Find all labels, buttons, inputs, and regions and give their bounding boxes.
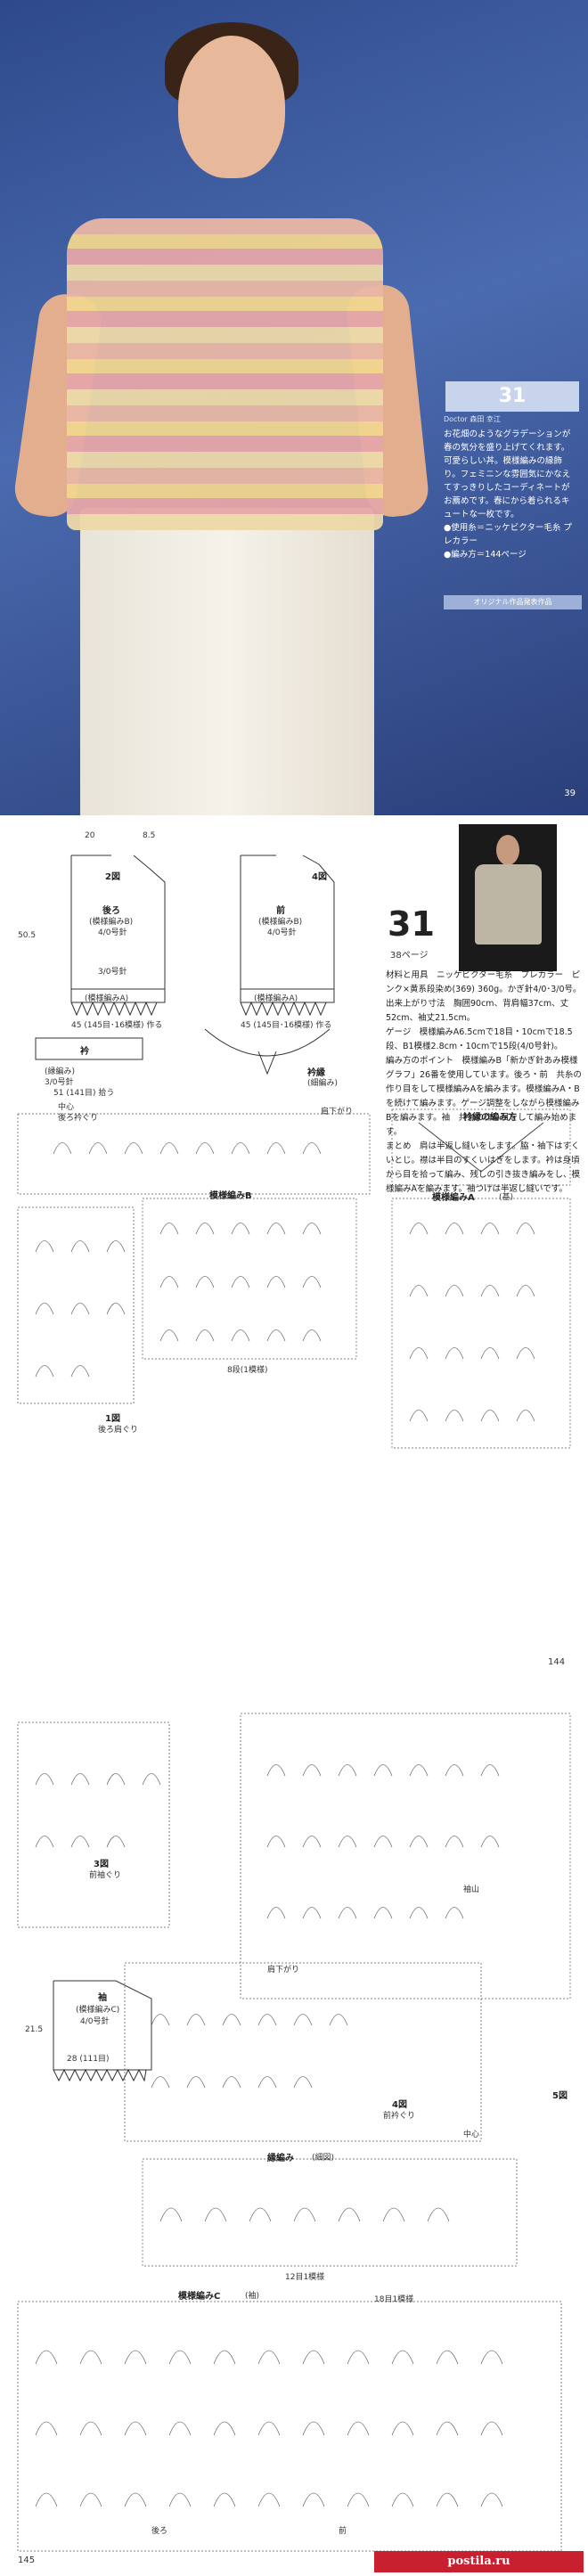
spec-line-finishing: まとめ 肩は半返し縫いをします。脇・袖下はすくいとじ。襟は半目のすくいはぎをしま… [386, 1141, 581, 1194]
label-back-needle: 4/0号針 [98, 928, 127, 937]
label-collar-edge-pattern: (細編み) [307, 1079, 339, 1088]
label-sleeve-needle: 4/0号針 [80, 2017, 110, 2026]
label-20: 20 [85, 831, 95, 840]
fan-motifs [35, 1142, 535, 1422]
crochet-top-garment [67, 218, 383, 530]
label-back-2: 後ろ [151, 2527, 168, 2536]
label-sleeve-pattern: (模様編みC) [76, 2006, 120, 2015]
label-fig1: 1図 [105, 1414, 120, 1424]
mini-model-photo [459, 824, 557, 971]
label-start-row: 8段(1模様) [227, 1366, 268, 1375]
caption-credit: Doctor 森田 幸江 [444, 415, 501, 423]
label-pattern-a-back: (模様編みA) [85, 994, 129, 1003]
label-fig4: 4図 [392, 2100, 407, 2110]
label-sleeve-width: 28 (111目) [67, 2055, 110, 2064]
front-piece-outline [240, 855, 335, 1003]
label-front-2: 前 [339, 2527, 347, 2536]
label-back-title: 後ろ [102, 906, 120, 916]
back-zigzag [70, 1001, 161, 1017]
label-pattern-a-front: (模様編みA) [254, 994, 298, 1003]
label-fig3: 3図 [94, 1860, 109, 1869]
label-collar: 衿 [80, 1047, 89, 1057]
sleeve-outline [53, 1980, 152, 2082]
label-shoulder-2: 肩下がり [267, 1966, 300, 1975]
label-center-2: 中心 [463, 2130, 480, 2139]
label-pattern-a-note: (基) [499, 1193, 514, 1202]
label-collar-width: 51 (141目) 拾う [53, 1089, 115, 1098]
label-shoulder: 肩下がり [321, 1108, 354, 1116]
pattern-page-1: 31 38ページ 材料と用具 ニッケビクター毛糸 プレカラー ピンク×黄系段染め… [0, 815, 588, 1678]
label-fig5: 5図 [552, 2091, 568, 2101]
pattern-specs: 材料と用具 ニッケビクター毛糸 プレカラー ピンク×黄系段染め(369) 360… [386, 969, 582, 1197]
label-pattern-c: 模様編みC [178, 2292, 221, 2302]
caption-materials: ●使用糸＝ニッケビクター毛糸 プレカラー [444, 523, 572, 546]
spec-line-materials: 材料と用具 ニッケビクター毛糸 プレカラー ピンク×黄系段染め(369) 360… [386, 970, 582, 994]
front-zigzag [240, 1001, 331, 1017]
label-back-pattern: (模様編みB) [89, 918, 134, 927]
collar-v-diagram [418, 1122, 544, 1173]
spec-line-points: 編み方のポイント 模様編みB「新かぎ針あみ模様グラフ」26番を使用しています。後… [386, 1056, 582, 1137]
mini-model-head [496, 835, 519, 865]
label-collar-edge: 衿縁 [307, 1068, 325, 1078]
label-pattern-c-note: (袖) [245, 2292, 260, 2301]
label-front-pattern: (模様編みB) [258, 918, 303, 927]
label-start-count: 18目1模様 [374, 2295, 414, 2304]
page-number-145: 145 [18, 2556, 36, 2565]
label-width-back: 45 (145目･16模様) 作る [71, 1021, 163, 1030]
label-sleeve: 袖 [98, 1993, 107, 2003]
label-collar-needle: 3/0号針 [45, 1078, 74, 1087]
page-number-photo: 39 [564, 789, 576, 798]
label-pattern-a: 模様編みA [432, 1193, 475, 1203]
page-number-144: 144 [548, 1657, 566, 1667]
model-face [178, 36, 285, 178]
label-edge-pattern-note: (細図) [312, 2154, 335, 2163]
label-width-front: 45 (145目･16模様) 作る [241, 1021, 332, 1030]
watermark-logo[interactable]: postila.ru [374, 2551, 584, 2572]
label-center: 中心 [58, 1103, 75, 1112]
mini-model-top [475, 864, 542, 945]
spec-line-size: 出来上がり寸法 胸囲90cm、背肩幅37cm、丈52cm、袖丈21.5cm。 [386, 999, 569, 1023]
label-fig4-sub: 前衿ぐり [383, 2112, 416, 2121]
caption-description: お花畑のようなグラデーションが春の気分を盛り上げてくれます。可愛らしい丼。模様編… [444, 428, 577, 561]
neckline-sketch [204, 1028, 331, 1057]
label-front-needle: 4/0号針 [267, 928, 297, 937]
collar-strip [35, 1037, 143, 1060]
crochet-chart-area [17, 1108, 571, 1449]
label-back-fig: 2図 [105, 872, 120, 882]
label-back-neck: 後ろ衿ぐり [58, 1114, 99, 1123]
caption-number: 31 [445, 381, 579, 412]
label-pattern-b: 模様編みB [209, 1191, 252, 1201]
label-8-5: 8.5 [143, 831, 156, 840]
label-fig3-sub: 前袖ぐり [89, 1871, 122, 1880]
spec-line-gauge: ゲージ 模様編みA6.5cmで18目・10cmで18.5段、B1模様2.8cm・… [386, 1027, 573, 1051]
label-fig1-sub: 後ろ肩ぐり [98, 1426, 139, 1435]
label-50-5: 50.5 [18, 931, 37, 940]
pattern-page-2: 3図 前袖ぐり 袖山 肩下がり 4図 前衿ぐり 5図 中心 袖 (模様編みC) … [0, 1678, 588, 2576]
pattern-page-2-diagram [17, 1713, 571, 2552]
fan-motifs-2 [35, 1764, 503, 2507]
label-sleeve-length: 21.5 [25, 2025, 44, 2034]
label-side-seam: 袖山 [463, 1885, 480, 1894]
caption-description-text: お花畑のようなグラデーションが春の気分を盛り上げてくれます。可愛らしい丼。模様編… [444, 429, 571, 519]
caption-page-ref: ●編み方＝144ページ [444, 550, 527, 560]
crochet-chart-area-2 [17, 1713, 571, 2552]
label-edge-count: 12目1模様 [285, 2273, 325, 2282]
pattern-page-ref: 38ページ [390, 951, 429, 961]
photo-panel: 31 Doctor 森田 幸江 お花畑のようなグラデーションが春の気分を盛り上げ… [0, 0, 588, 815]
label-edge-pattern: 縁編み [267, 2154, 294, 2163]
label-front-fig: 4図 [312, 872, 327, 882]
caption-tag: オリジナル作品発表作品 [444, 595, 582, 609]
label-front-title: 前 [276, 906, 285, 916]
label-neckline-note: 衿縁の編み方 [463, 1113, 517, 1123]
model-skirt [80, 508, 374, 815]
label-collar-pattern: (縁編み) [45, 1067, 76, 1076]
pattern-page-1-diagram [17, 855, 571, 1449]
pattern-number-title: 31 [388, 904, 435, 944]
label-needle3-back: 3/0号針 [98, 968, 127, 977]
back-piece-outline [70, 855, 166, 1003]
